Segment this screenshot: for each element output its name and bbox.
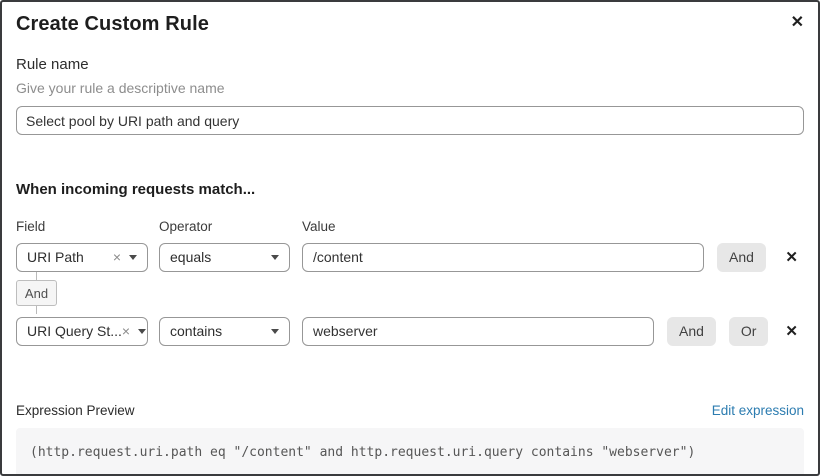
expression-code-block: (http.request.uri.path eq "/content" and…: [16, 428, 804, 474]
chevron-down-icon: [129, 254, 137, 260]
chevron-down-icon: [271, 328, 279, 334]
chevron-down-icon: [271, 254, 279, 260]
match-section: When incoming requests match... Field Op…: [16, 181, 804, 346]
clear-field-icon[interactable]: ×: [121, 323, 131, 339]
operator-select-1-value: equals: [170, 249, 212, 265]
operator-select-2[interactable]: contains: [159, 316, 290, 346]
condition-row-1: URI Path × equals And ✕: [16, 242, 804, 272]
value-input-1[interactable]: [302, 242, 704, 272]
connector-block: And: [16, 272, 804, 314]
field-select-1-value: URI Path: [27, 249, 84, 265]
page-title: Create Custom Rule: [16, 13, 209, 35]
operator-select-2-value: contains: [170, 323, 223, 339]
connector-line-bottom: [36, 306, 37, 314]
field-select-2[interactable]: URI Query St... ×: [16, 316, 148, 346]
and-button-row-2[interactable]: And: [667, 316, 716, 346]
chevron-down-icon: [138, 328, 147, 334]
rule-name-section: Rule name Give your rule a descriptive n…: [16, 56, 804, 135]
expression-preview-label: Expression Preview: [16, 403, 135, 418]
close-icon[interactable]: ✕: [790, 14, 804, 31]
operator-column-label: Operator: [159, 219, 213, 234]
expression-preview-section: Expression Preview Edit expression (http…: [16, 403, 804, 474]
field-select-1[interactable]: URI Path ×: [16, 242, 148, 272]
rule-name-label: Rule name: [16, 56, 89, 73]
clear-field-icon[interactable]: ×: [112, 249, 121, 265]
value-column-label: Value: [302, 219, 336, 234]
connector-line-top: [36, 272, 37, 280]
field-select-2-value: URI Query St...: [27, 323, 122, 339]
modal-header: Create Custom Rule ✕: [16, 2, 804, 36]
or-button-row-2[interactable]: Or: [728, 316, 769, 346]
connector-and-badge[interactable]: And: [16, 280, 57, 306]
match-heading: When incoming requests match...: [16, 181, 256, 198]
rule-name-input[interactable]: [16, 106, 804, 135]
and-button-row-1[interactable]: And: [717, 242, 766, 272]
operator-select-1[interactable]: equals: [159, 242, 290, 272]
expression-header: Expression Preview Edit expression: [16, 403, 804, 418]
delete-row-1-icon[interactable]: ✕: [785, 248, 798, 266]
condition-row-2: URI Query St... × contains And Or ✕: [16, 316, 804, 346]
delete-row-2-icon[interactable]: ✕: [785, 322, 798, 340]
column-labels: Field Operator Value: [16, 219, 804, 234]
edit-expression-link[interactable]: Edit expression: [711, 403, 804, 418]
value-input-2[interactable]: [302, 316, 654, 346]
field-column-label: Field: [16, 219, 46, 234]
rule-name-hint: Give your rule a descriptive name: [16, 80, 225, 96]
